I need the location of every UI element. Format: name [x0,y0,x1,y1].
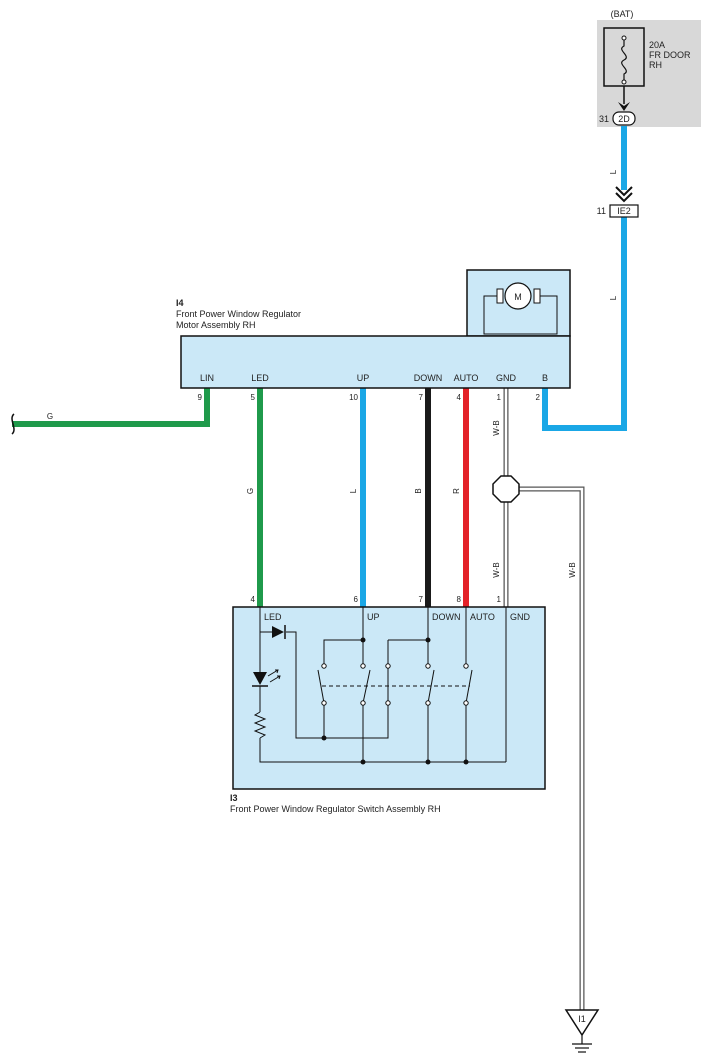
switch-terminal-auto: AUTO [470,612,495,622]
wire-label-ground-run: W-B [568,562,577,577]
switch-terminal-up: UP [367,612,380,622]
fuse-connector-pin: 31 [599,114,609,124]
motor-circuit-loop [483,295,558,335]
junction-chevron-lower [615,192,633,203]
switch-pin-gnd: 1 [497,595,502,604]
motor-assembly-name-line2: Motor Assembly RH [176,320,256,330]
junction-badge [609,204,639,218]
ground-point: I1 [564,1009,600,1053]
motor-terminal-led: LED [251,373,269,383]
motor-icon [504,282,532,310]
motor-pin-auto: 4 [457,393,462,402]
motor-pin-led: 5 [251,393,256,402]
switch-pin-up: 6 [354,595,359,604]
junction-connector: IE2 11 [597,186,639,218]
fuse-name-line1: FR DOOR [649,50,691,60]
wire-label-junction-motor: L [609,295,618,300]
motor-pin-gnd: 1 [497,393,502,402]
switch-assembly-code: I3 [230,793,238,803]
led-icon [252,669,281,687]
junction-chevron-upper [615,186,633,197]
wire-label-led: G [246,488,255,494]
ground-icon [572,1043,592,1053]
diode-icon [272,625,286,639]
wire-label-fuse-junction: L [609,169,618,174]
wire-splice-point [492,475,520,503]
resistor-icon [253,711,267,739]
motor-pin-down: 7 [419,393,424,402]
motor-brush-right [533,288,541,304]
wire-label-auto: R [452,488,461,494]
switch-assembly-name: Front Power Window Regulator Switch Asse… [230,804,441,814]
switch-terminal-led: LED [264,612,282,622]
junction-code: IE2 [617,206,631,216]
motor-brush-left [496,288,504,304]
wire-wb-ground-run [518,486,585,1010]
motor-terminal-b: B [542,373,548,383]
wire-label-down: B [414,488,423,493]
wires [11,126,627,1010]
switch-junction-dots [321,637,469,765]
wire-label-up: L [349,488,358,493]
wire-l-junction-motor [542,217,627,431]
ground-triangle [564,1009,600,1037]
ground-code: I1 [578,1014,586,1024]
switch-pin-down: 7 [419,595,424,604]
fuse-rating: 20A [649,40,665,50]
wire-g-lin-break [11,413,15,435]
motor-pin-up: 10 [349,393,358,402]
wire-labels: L L G G L B R W-B W-B W-B [47,169,618,577]
wire-label-gnd-upper: W-B [492,420,501,435]
wire-label-gnd-lower: W-B [492,562,501,577]
fuse-connector-badge [612,111,636,126]
fuse-terminal-bottom [621,79,627,85]
motor-assembly-box [180,335,571,389]
switch-pin-auto: 8 [457,595,462,604]
switch-terminal-gnd: GND [510,612,531,622]
motor-symbol-label: M [514,292,522,302]
motor-assembly-name-line1: Front Power Window Regulator [176,309,301,319]
motor-pin-lin: 9 [198,393,203,402]
motor-terminal-auto: AUTO [454,373,479,383]
motor-terminal-up: UP [357,373,370,383]
fuse-connector-arrow [618,102,630,111]
battery-supply-label: (BAT) [611,9,634,19]
switch-terminal-down: DOWN [432,612,461,622]
switch-assembly: 4 6 7 8 1 LED UP DOWN AUTO GND [230,595,546,814]
motor-pin-b: 2 [536,393,541,402]
motor-terminal-down: DOWN [414,373,443,383]
fuse-block: (BAT) 20A FR DOOR RH 2D 31 [597,9,701,127]
wire-g-lin [12,388,210,427]
fuse-name-line2: RH [649,60,662,70]
fuse-symbol [621,38,627,82]
fuse-terminal-top [621,35,627,41]
fuse-block-background [597,20,701,127]
switch-contacts [321,663,469,706]
motor-terminal-gnd: GND [496,373,517,383]
wire-label-lin: G [47,412,53,421]
switch-pin-led: 4 [251,595,256,604]
motor-terminal-lin: LIN [200,373,214,383]
motor-assembly: M I4 Front Power Window Regulator Motor … [176,269,571,402]
fuse-connector-code: 2D [618,114,630,124]
motor-assembly-code: I4 [176,298,184,308]
junction-pin: 11 [597,206,606,216]
